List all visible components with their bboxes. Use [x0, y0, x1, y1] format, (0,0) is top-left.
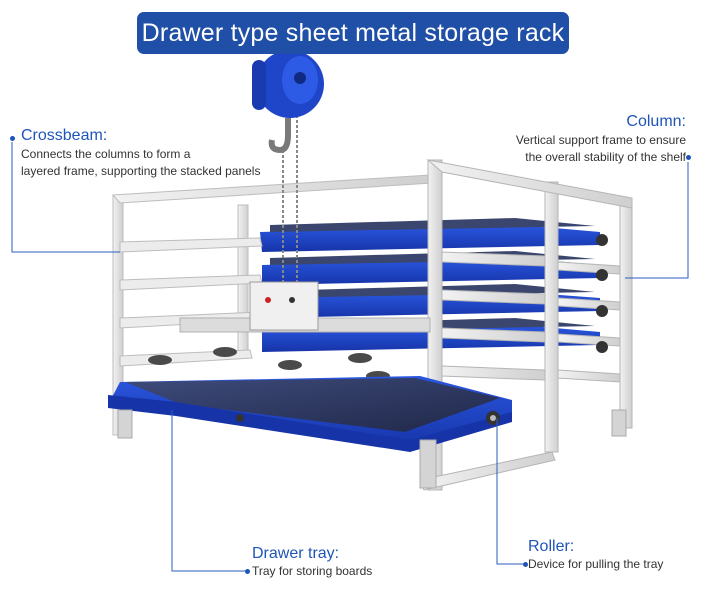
gantry	[179, 110, 431, 333]
hoist-icon	[252, 50, 324, 118]
column-desc-line2: the overall stability of the shelf	[525, 150, 686, 164]
column-marker	[686, 155, 691, 160]
crossbeam-title: Crossbeam:	[21, 127, 108, 144]
suction-cup-icon	[148, 347, 390, 381]
roller-marker	[523, 562, 528, 567]
crossbeam-desc-line1: Connects the columns to form a	[21, 147, 191, 161]
drawer-tray-title: Drawer tray:	[252, 545, 340, 562]
control-box-icon	[249, 281, 319, 331]
drawer-tray	[108, 376, 512, 452]
roller-icon	[236, 234, 608, 425]
drawer-tray-desc: Tray for storing boards	[252, 564, 373, 578]
base-legs	[117, 409, 627, 489]
page-title: Drawer type sheet metal storage rack	[137, 12, 569, 54]
roller-title: Roller:	[528, 538, 575, 555]
roller-desc: Device for pulling the tray	[528, 557, 664, 571]
drawer-tray-marker	[245, 569, 250, 574]
column-desc-line1: Vertical support frame to ensure	[515, 133, 686, 147]
crossbeam-marker	[10, 136, 15, 141]
hook-icon	[268, 118, 291, 154]
leader-lines	[11, 142, 689, 572]
column-title: Column:	[626, 113, 686, 130]
crossbeam-desc-line2: layered frame, supporting the stacked pa…	[21, 164, 261, 178]
